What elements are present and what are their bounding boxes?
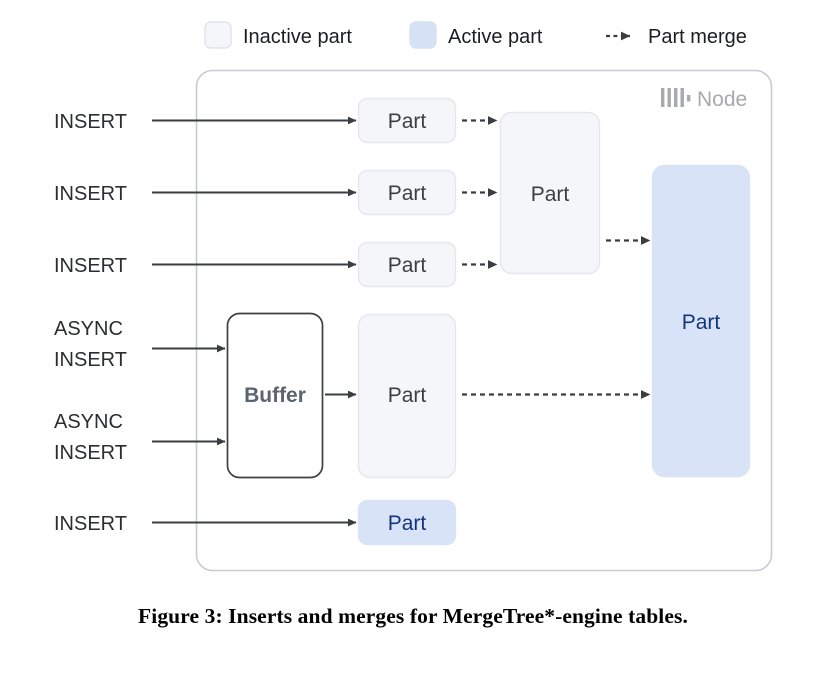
flow-insert-3: INSERT [54,255,357,277]
flow-label-insert-2: INSERT [54,183,127,205]
part-box-active-bottom-rect [357,499,457,546]
legend-label-active: Active part [448,26,543,48]
legend-swatch-inactive-icon [204,21,232,49]
node-container [195,69,773,572]
part-box-inactive-2-rect [357,169,457,216]
part-box-active-final-rect [651,164,751,478]
buffer-box-rect [226,312,324,479]
flow-async-insert-2: ASYNC INSERT [54,411,226,464]
buffer-box-label: Buffer [244,384,306,407]
flow-label-insert-3: INSERT [54,255,127,277]
part-box-active-final-label: Part [682,311,721,334]
legend-item-inactive-part: Inactive part [204,21,352,49]
flow-label-async-insert-2-line2: INSERT [54,442,127,464]
flow-insert-2: INSERT [54,183,357,205]
part-box-merged-mid-rect [499,111,601,275]
flow-async-insert-1: ASYNC INSERT [54,318,226,371]
node-title: Node [697,88,747,111]
legend-swatch-active-icon [409,21,437,49]
figure-caption: Figure 3: Inserts and merges for MergeTr… [138,604,688,628]
node-header: Node [661,88,747,111]
part-box-active-bottom-label: Part [388,512,427,535]
part-box-inactive-1-label: Part [388,110,427,133]
part-box-inactive-3-label: Part [388,254,427,277]
part-box-merged-mid: Part [499,111,601,275]
flow-insert-1: INSERT [54,111,357,133]
legend-item-part-merge: Part merge [606,26,747,48]
flow-label-async-insert-1-line1: ASYNC [54,318,123,340]
part-box-inactive-3: Part [357,241,457,288]
part-box-async-label: Part [388,384,427,407]
part-box-async: Part [357,313,457,479]
legend-label-inactive: Inactive part [243,26,352,48]
legend-label-part-merge: Part merge [648,26,747,48]
flow-label-async-insert-1-line2: INSERT [54,349,127,371]
part-box-inactive-2: Part [357,169,457,216]
buffer-box: Buffer [226,312,324,479]
part-box-active-bottom: Part [357,499,457,546]
flow-label-insert-1: INSERT [54,111,127,133]
part-box-inactive-1: Part [357,97,457,144]
part-box-async-rect [357,313,457,479]
part-box-inactive-2-label: Part [388,182,427,205]
clickhouse-logo-icon [661,88,691,107]
part-box-active-final: Part [651,164,751,478]
legend-item-active-part: Active part [409,21,543,49]
flow-label-insert-4: INSERT [54,513,127,535]
part-box-merged-mid-label: Part [531,183,570,206]
part-box-inactive-1-rect [357,97,457,144]
part-box-inactive-3-rect [357,241,457,288]
legend: Inactive part Active part Part merge [204,21,747,49]
flow-insert-4: INSERT [54,513,357,535]
flow-label-async-insert-2-line1: ASYNC [54,411,123,433]
